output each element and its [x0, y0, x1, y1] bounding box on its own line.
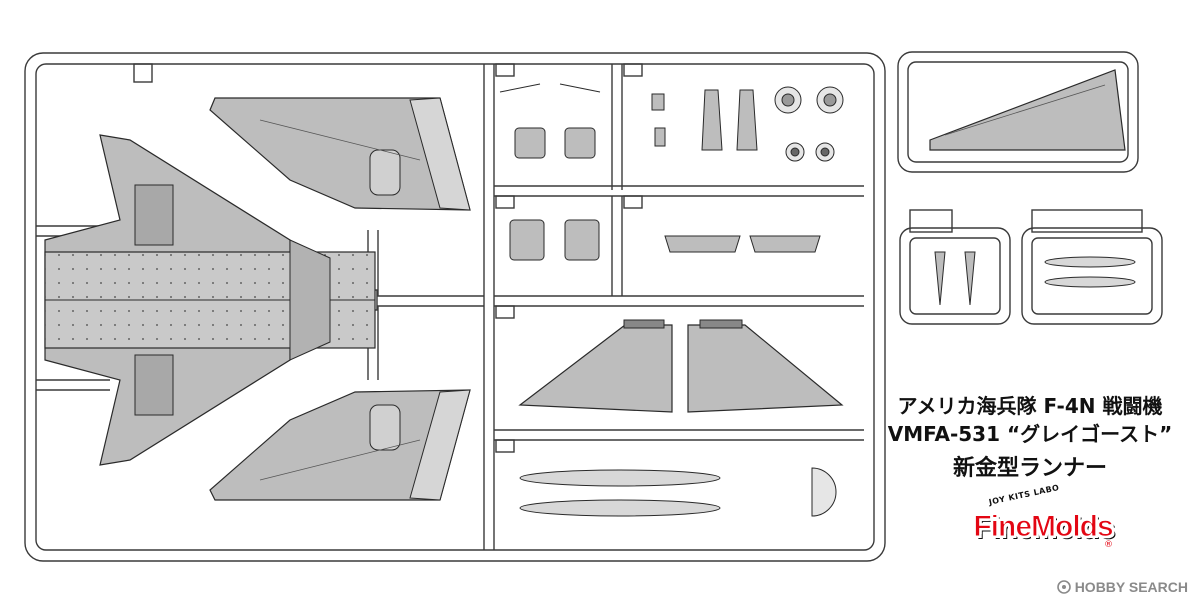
vertical-tail [929, 69, 1126, 151]
stabilizer-right [687, 319, 844, 413]
finemolds-logo: FineMolds [973, 510, 1114, 544]
small-parts-left [934, 251, 976, 306]
stabilizer-left [518, 319, 673, 413]
upper-wing-bottom [209, 389, 471, 501]
small-runner-left [899, 209, 1011, 325]
landing-gear-parts [651, 86, 844, 162]
upper-wing-top [209, 97, 471, 211]
registered-mark: ® [1104, 540, 1113, 550]
tail-runner-frame [897, 51, 1139, 173]
watermark-text: HOBBY SEARCH [1074, 579, 1188, 595]
caption-squadron: VMFA-531 “グレイゴースト” [887, 422, 1173, 446]
flap-parts [664, 235, 821, 253]
gear-doors [509, 219, 600, 261]
caption-title: アメリカ海兵隊 F-4N 戦闘機 [897, 394, 1163, 418]
hobby-search-logo-icon [1056, 580, 1071, 594]
round-part [811, 467, 837, 517]
caption-new-mold-runner: 新金型ランナー [952, 456, 1107, 481]
fuel-tanks [519, 469, 721, 517]
hobby-search-watermark: HOBBY SEARCH [1056, 578, 1188, 596]
small-parts-top-middle [499, 83, 601, 159]
small-runner-right [1021, 209, 1163, 325]
small-parts-right [1044, 256, 1136, 288]
fuselage-lower-half [44, 134, 376, 466]
